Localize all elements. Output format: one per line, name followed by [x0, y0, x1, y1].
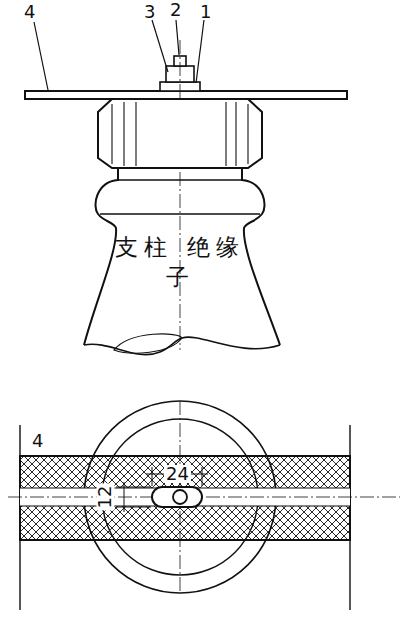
callout-number: 4	[30, 432, 45, 450]
callout-number: 2	[170, 1, 181, 19]
dimension-text: 12	[96, 484, 114, 511]
callout-number: 3	[144, 3, 155, 21]
callout-number: 4	[24, 3, 35, 21]
callout-number: 1	[200, 3, 211, 21]
dimension-text: 24	[164, 465, 191, 483]
body-label: 支柱 绝缘子	[115, 232, 245, 292]
insulator-body: 支柱 绝缘子	[115, 232, 245, 292]
